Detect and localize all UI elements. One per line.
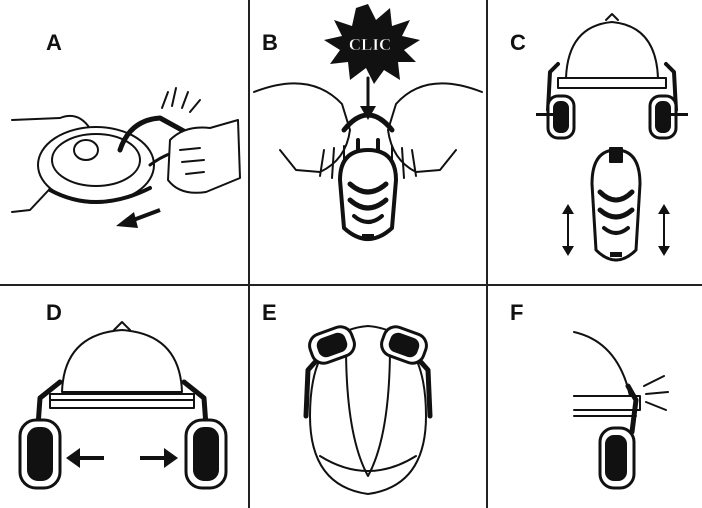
hands-clicking-earmuff-onto-helmet-icon: CLIC — [250, 0, 486, 284]
panel-e: E — [250, 286, 486, 508]
helmet-earmuffs-pulled-outward-icon — [0, 286, 248, 508]
hand-removing-earmuff-cup-icon — [0, 0, 248, 284]
helmet-earmuffs-pressing-and-adjusting-icon — [488, 0, 702, 284]
direction-arrow-icon — [116, 210, 160, 228]
click-burst-text: CLIC — [349, 35, 392, 54]
panel-c: C — [488, 0, 702, 284]
panel-a: A — [0, 0, 248, 284]
panel-b: B CLIC — [250, 0, 486, 284]
panel-f: F — [488, 286, 702, 508]
panel-d: D — [0, 286, 248, 508]
helmet-side-earmuff-parked-icon — [488, 286, 702, 508]
helmet-top-view-earmuffs-icon — [250, 286, 486, 508]
